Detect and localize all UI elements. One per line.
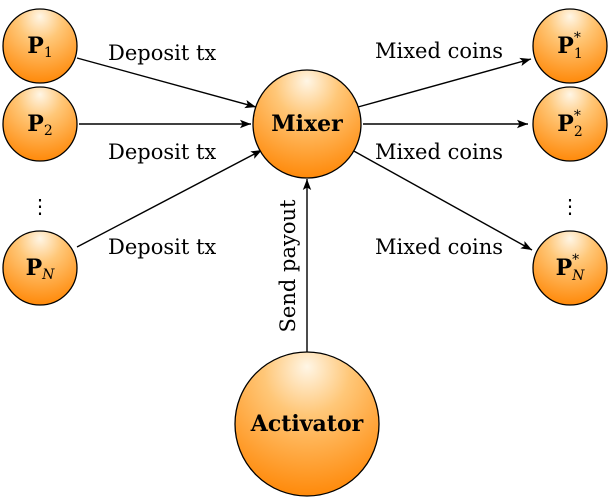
svg-text:Mixer: Mixer	[271, 111, 343, 137]
node-pn: PN	[2, 230, 78, 306]
node-activator: Activator	[234, 351, 380, 497]
ellipsis-right: ⋮	[560, 194, 580, 218]
svg-text:Activator: Activator	[250, 411, 364, 437]
svg-text:P*2: P*2	[557, 108, 582, 140]
svg-text:P*1: P*1	[557, 30, 582, 62]
label-deposit-n: Deposit tx	[108, 235, 216, 259]
label-mixed-2: Mixed coins	[375, 140, 503, 164]
svg-text:P*N: P*N	[556, 252, 586, 284]
node-mixer: Mixer	[252, 69, 362, 179]
label-send-payout: Send payout	[276, 199, 300, 332]
edge-deposit-p1	[76, 57, 257, 109]
svg-text:P2: P2	[27, 111, 52, 139]
node-pn-star: P*N	[532, 230, 608, 306]
label-deposit-2: Deposit tx	[108, 140, 216, 164]
svg-text:P1: P1	[27, 33, 52, 61]
label-mixed-1: Mixed coins	[375, 39, 503, 63]
label-mixed-n: Mixed coins	[375, 235, 503, 259]
node-p2: P2	[2, 86, 78, 162]
ellipsis-left: ⋮	[30, 194, 50, 218]
node-p2-star: P*2	[532, 86, 608, 162]
node-p1-star: P*1	[532, 8, 608, 84]
label-deposit-1: Deposit tx	[108, 41, 216, 65]
node-p1: P1	[2, 8, 78, 84]
svg-text:PN: PN	[26, 255, 56, 283]
edge-mixed-pn	[351, 149, 533, 251]
edge-deposit-pn	[76, 149, 263, 248]
edge-mixed-p1	[357, 57, 532, 108]
